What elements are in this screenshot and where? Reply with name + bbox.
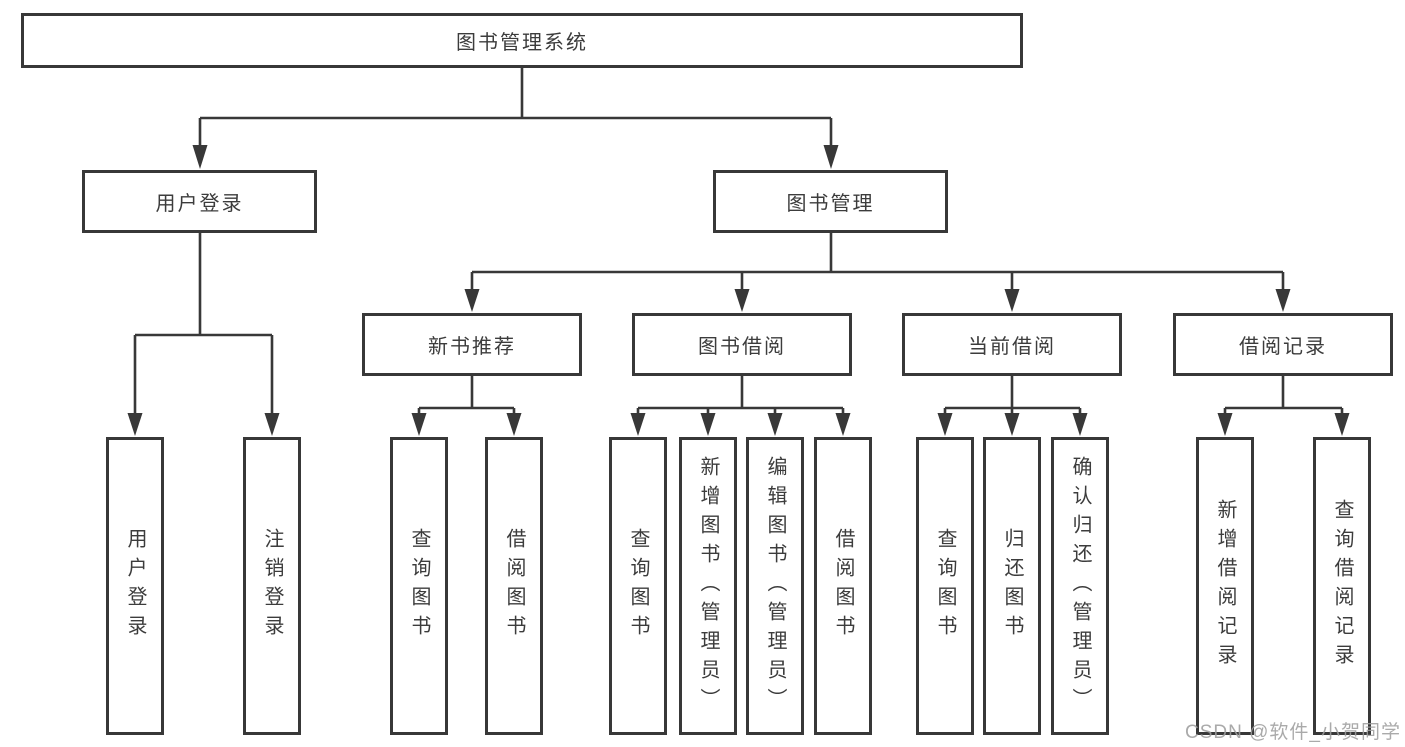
leaf-rec-add-borrow-record: 新增借阅记录: [1196, 437, 1254, 735]
node-library-management-system: 图书管理系统: [21, 13, 1023, 68]
node-book-management: 图书管理: [713, 170, 948, 233]
leaf-bb-edit-book-admin: 编辑图书（管理员）: [746, 437, 804, 735]
leaf-bb-add-book-admin: 新增图书（管理员）: [679, 437, 737, 735]
leaf-nbr-borrow-book: 借阅图书: [485, 437, 543, 735]
leaf-logout-login: 注销登录: [243, 437, 301, 735]
leaf-cb-confirm-return-admin: 确认归还（管理员）: [1051, 437, 1109, 735]
leaf-cb-query-book: 查询图书: [916, 437, 974, 735]
leaf-cb-return-book: 归还图书: [983, 437, 1041, 735]
node-borrowing-records: 借阅记录: [1173, 313, 1393, 376]
node-book-borrowing: 图书借阅: [632, 313, 852, 376]
leaf-rec-query-borrow-record: 查询借阅记录: [1313, 437, 1371, 735]
leaf-nbr-query-book: 查询图书: [390, 437, 448, 735]
node-user-login: 用户登录: [82, 170, 317, 233]
leaf-bb-borrow-book: 借阅图书: [814, 437, 872, 735]
node-new-book-recommend: 新书推荐: [362, 313, 582, 376]
node-current-borrowing: 当前借阅: [902, 313, 1122, 376]
leaf-bb-query-book: 查询图书: [609, 437, 667, 735]
leaf-user-login: 用户登录: [106, 437, 164, 735]
